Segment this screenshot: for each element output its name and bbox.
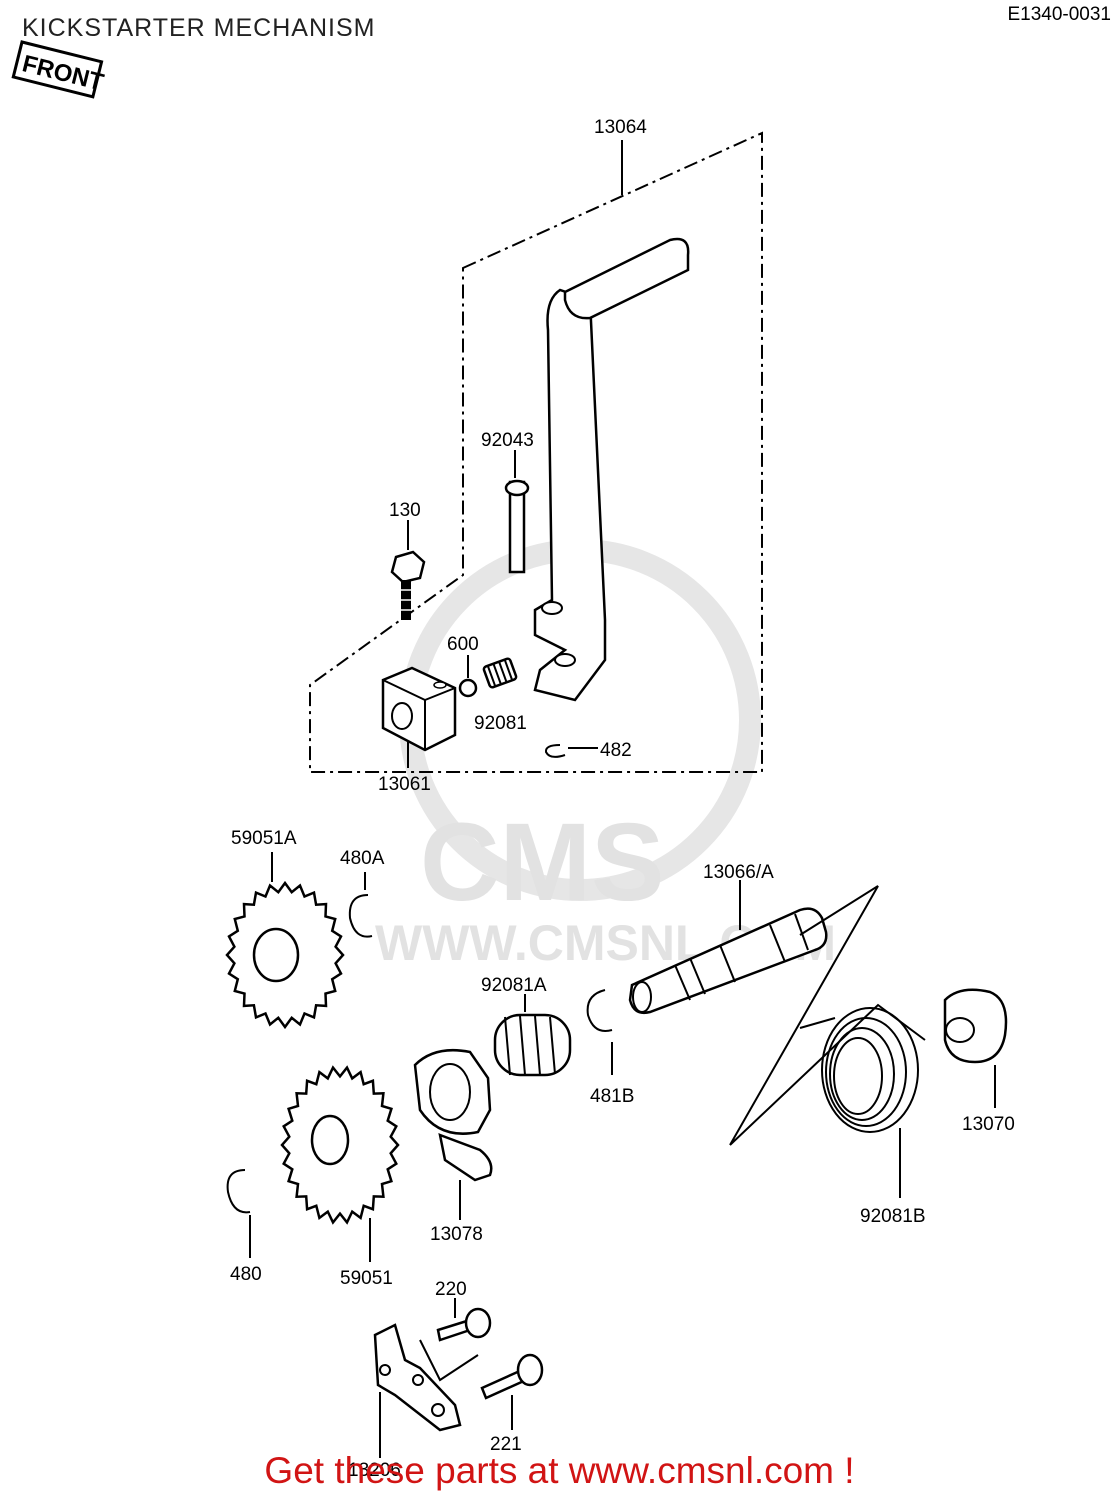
plate-13206-shape	[373, 1323, 479, 1432]
shaft-13066A-shape	[628, 907, 828, 1014]
part-label-13064: 13064	[594, 117, 647, 138]
spring-92081A-shape	[493, 1013, 572, 1077]
front-badge: FRONT	[11, 40, 107, 99]
part-label-130: 130	[389, 500, 421, 521]
part-label-600: 600	[447, 634, 479, 655]
part-label-92081: 92081	[474, 713, 527, 734]
ball-600-shape	[458, 678, 478, 698]
circlip-481B-shape	[586, 989, 613, 1032]
part-label-92081A: 92081A	[481, 975, 547, 996]
part-label-92043: 92043	[481, 430, 534, 451]
part-label-482: 482	[600, 740, 632, 761]
bolt-221-shape	[480, 1353, 544, 1400]
gear-59051A-shape	[225, 880, 345, 1030]
part-label-480A: 480A	[340, 848, 385, 869]
assembly-boundary-13064	[309, 131, 763, 773]
circlip-480-shape	[226, 1169, 251, 1214]
part-label-13070: 13070	[962, 1114, 1015, 1135]
group-line-spring	[729, 885, 926, 1146]
part-label-13206: 13206	[348, 1460, 401, 1481]
part-label-92081B: 92081B	[860, 1206, 926, 1227]
clip-482-shape	[544, 744, 566, 758]
circlip-480A-shape	[348, 894, 373, 938]
gear-59051-shape	[280, 1065, 400, 1225]
part-label-13078: 13078	[430, 1224, 483, 1245]
page-title: KICKSTARTER MECHANISM	[22, 14, 376, 42]
collar-13070-shape	[943, 988, 1008, 1064]
part-label-13061: 13061	[378, 774, 431, 795]
bolt-220-shape	[436, 1307, 492, 1342]
watermark-logo: CMS	[420, 801, 664, 924]
part-label-480: 480	[230, 1264, 262, 1285]
part-label-59051A: 59051A	[231, 828, 297, 849]
diagram-code: E1340-0031	[1007, 4, 1111, 25]
bolt-130-shape	[390, 550, 426, 620]
part-label-59051: 59051	[340, 1268, 393, 1289]
footer-link-text[interactable]: Get these parts at www.cmsnl.com !	[264, 1450, 855, 1491]
part-label-221: 221	[490, 1434, 522, 1455]
ratchet-13078-shape	[413, 1048, 493, 1182]
spring-92081B-shape	[799, 1007, 919, 1133]
spring-92081-shape	[482, 657, 518, 689]
part-label-220: 220	[435, 1279, 467, 1300]
part-label-13066A: 13066/A	[703, 862, 774, 883]
kick-lever	[533, 237, 690, 702]
part-label-481B: 481B	[590, 1086, 634, 1107]
boss-13061-shape	[381, 666, 457, 752]
pin-92043-shape	[504, 479, 530, 574]
part-labels: 13064 92043 130 600 92081 482 13061 5905…	[230, 117, 1015, 1481]
